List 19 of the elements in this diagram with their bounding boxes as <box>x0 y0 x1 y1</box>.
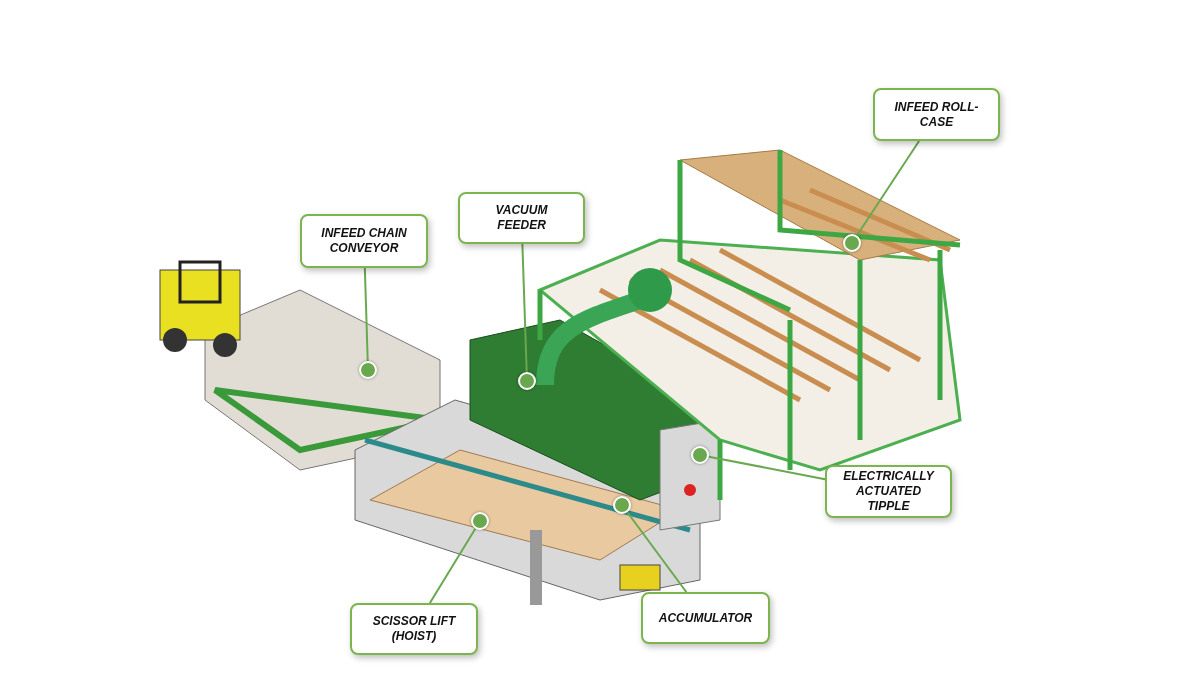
leader-line <box>363 267 369 362</box>
callout-box <box>350 603 478 655</box>
leader-line <box>428 527 477 604</box>
leader-line <box>521 243 528 373</box>
leader-line <box>855 140 921 237</box>
leader-line <box>626 511 688 593</box>
callout-label: INFEED CHAIN CONVEYOR <box>320 226 408 256</box>
callout-box <box>873 88 1000 141</box>
leader-line <box>707 455 826 481</box>
callout-label: SCISSOR LIFT (HOIST) <box>371 614 457 644</box>
callout-label: ACCUMULATOR <box>658 610 753 626</box>
callout-label: VACUUM FEEDER <box>494 203 549 233</box>
callout-box <box>825 465 952 518</box>
target-dot <box>359 361 377 379</box>
callout-box <box>300 214 428 268</box>
callout-box <box>458 192 585 244</box>
callout-label: INFEED ROLL-CASE <box>893 99 980 130</box>
callout-label: ELECTRICALLY ACTUATED TIPPLE <box>843 469 934 514</box>
callout-box <box>641 592 770 644</box>
